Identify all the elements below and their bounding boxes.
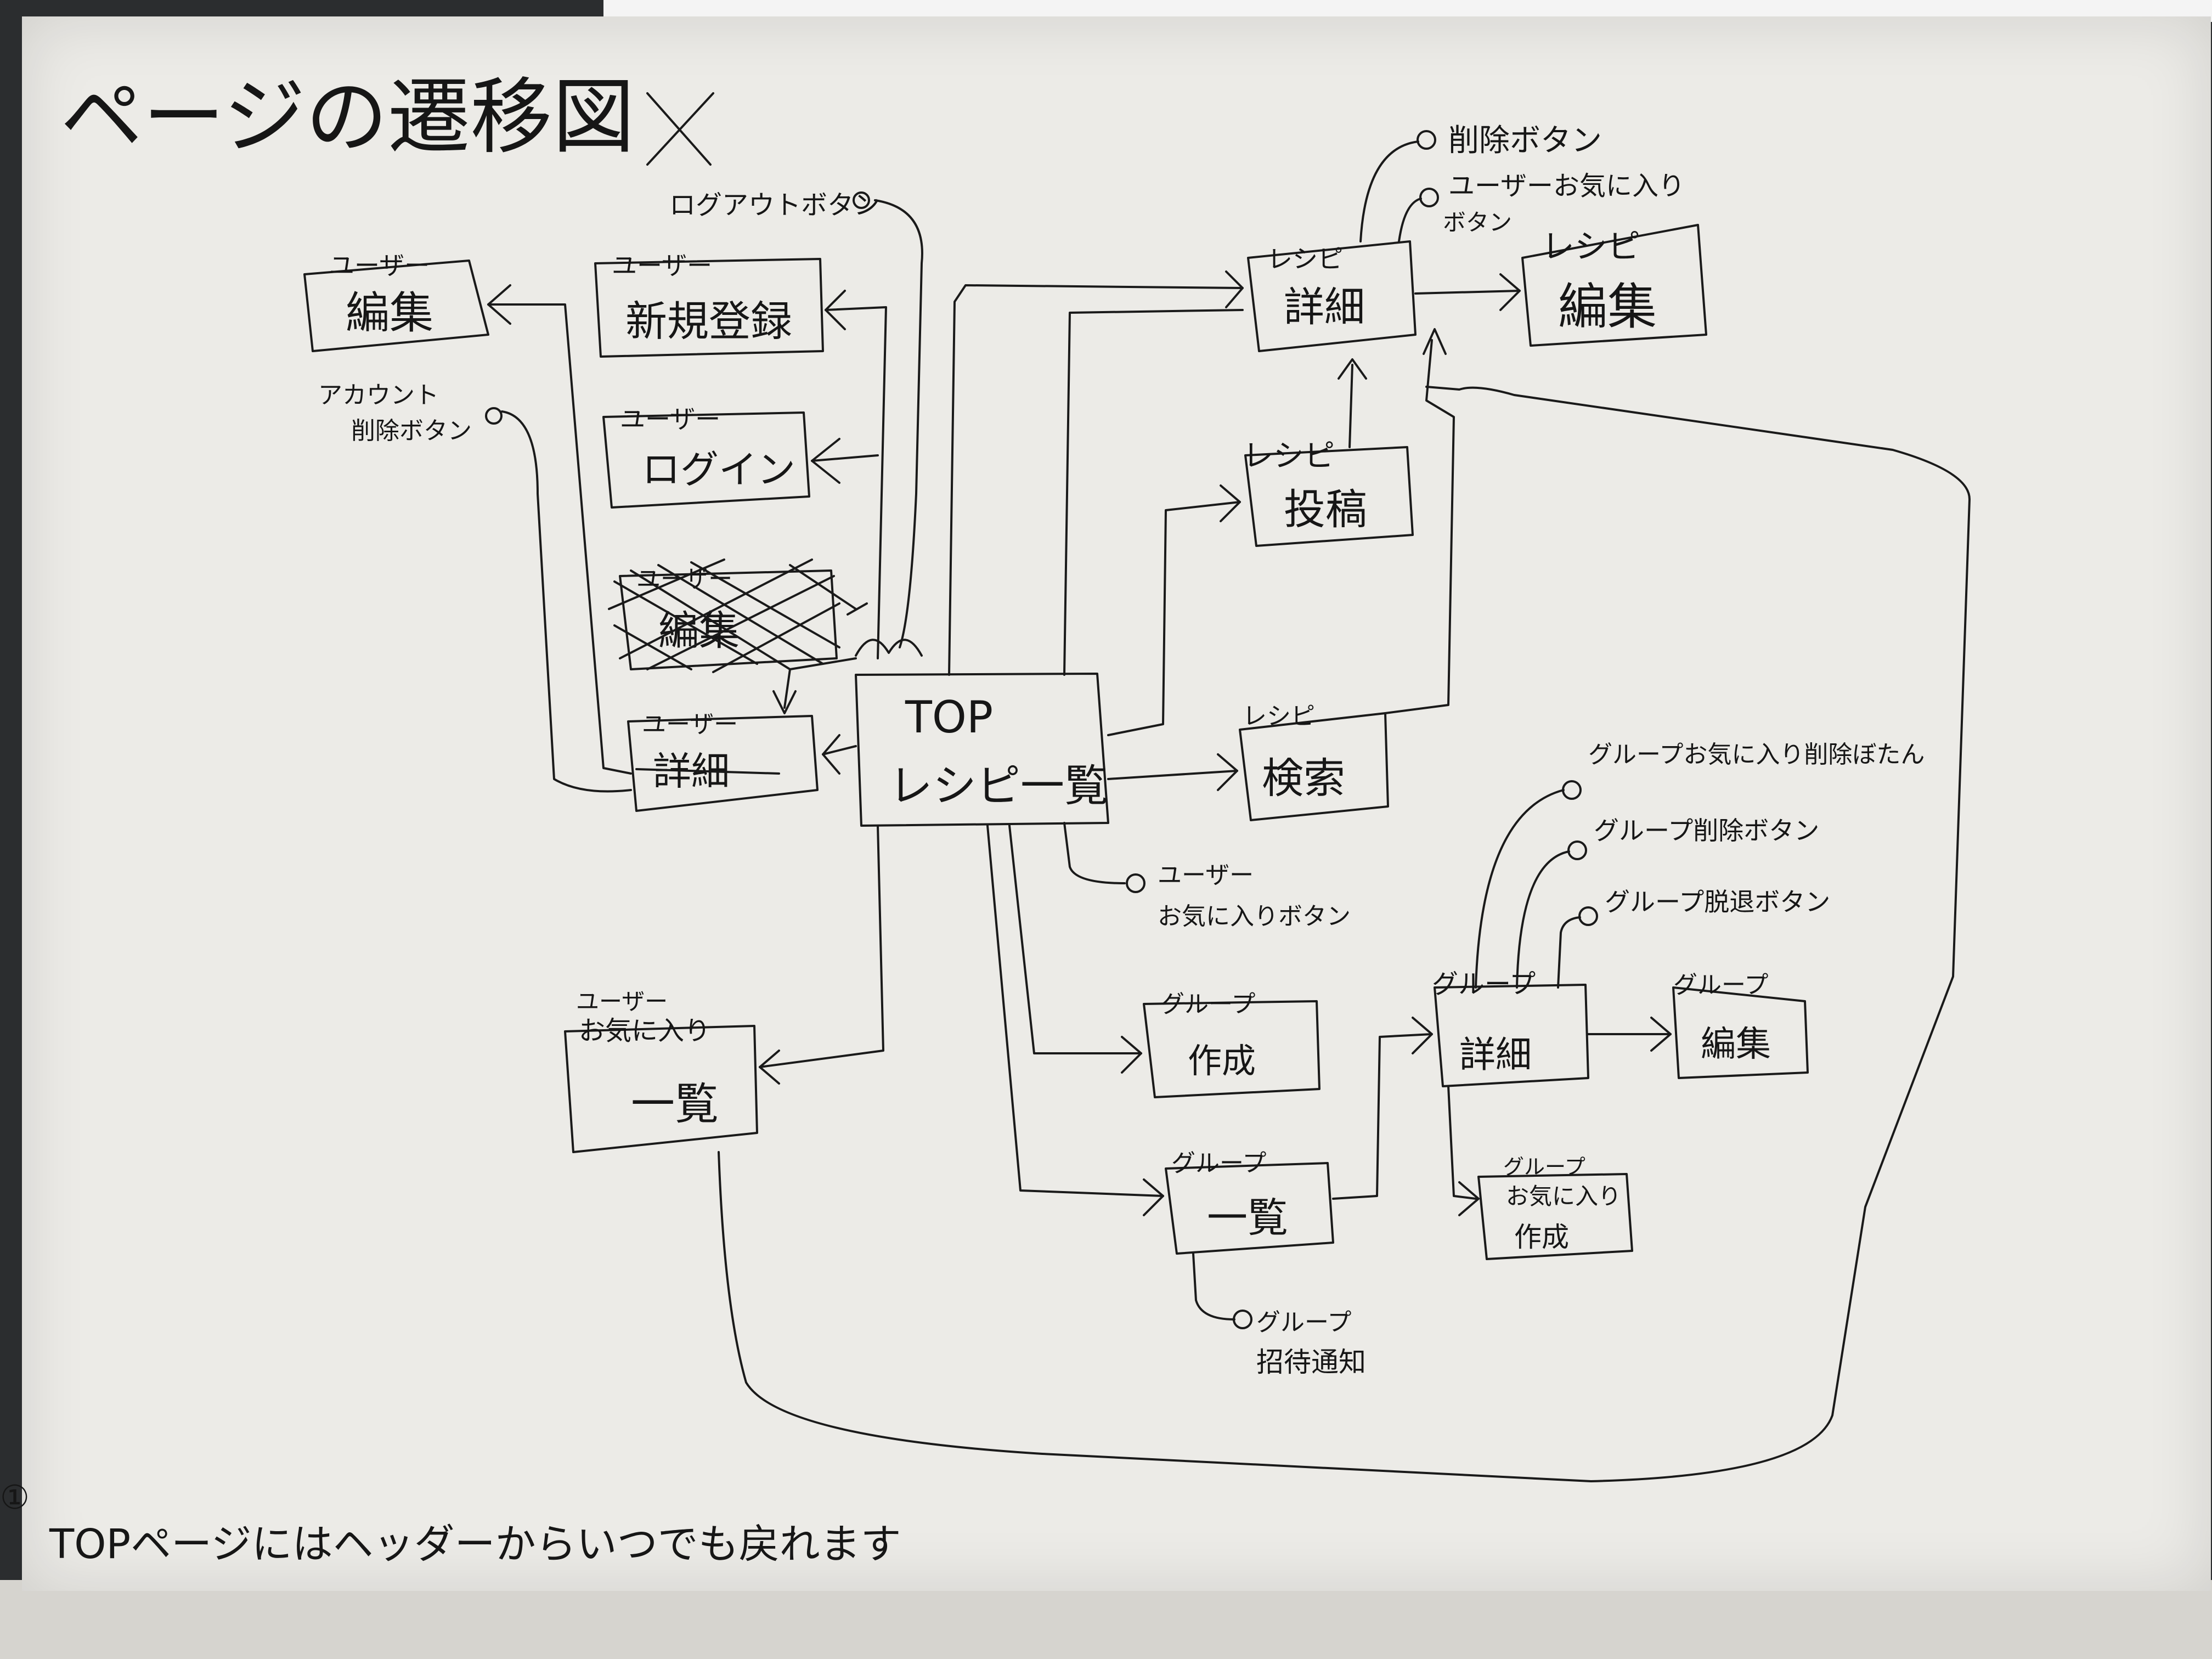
connectors [487,140,1971,1482]
node-user-detail: ユーザー 詳細 [627,710,819,812]
node-group-favorite-create: グループ お気に入り 作成 [1477,1155,1633,1260]
node-recipe-edit-small: レシピ [1542,228,1640,266]
node-group-fav-main: 作成 [1514,1221,1569,1253]
node-recipe-detail-small: レシピ [1267,244,1343,274]
node-recipe-post-main: 投稿 [1284,485,1367,534]
annotation-logout-button: ログアウトボタン [669,190,880,221]
node-user-login-small: ユーザー [620,404,720,434]
annotation-group-leave: グループ脱退ボタン [1605,887,1830,917]
node-user-edit: ユーザー 編集 [303,251,489,352]
node-top-line2: レシピ一覧 [889,760,1108,811]
node-user-register-small: ユーザー [612,251,712,280]
annotation-account-delete-2: 削除ボタン [351,417,472,445]
node-user-login: ユーザー ログイン [602,404,810,509]
node-group-detail: グループ 詳細 [1432,969,1589,1087]
annotation-group-delete: グループ削除ボタン [1594,816,1819,845]
node-user-fav-small2: お気に入り [579,1015,710,1046]
node-group-edit: グループ 編集 [1672,971,1809,1079]
group-leave-circle [1578,906,1598,926]
node-user-detail-small: ユーザー [642,710,738,738]
annotation-user-fav-button-1: ユーザーお気に入り [1448,171,1685,201]
annotation-user-fav-button-2: ボタン [1443,209,1512,236]
node-group-fav-small2: お気に入り [1506,1183,1621,1210]
node-recipe-search: レシピ 検索 [1239,702,1389,821]
node-group-edit-main: 編集 [1701,1024,1771,1065]
account-delete-circle [485,407,503,425]
title-strike-mark [646,92,714,166]
annotation-group-invite-2: 招待通知 [1256,1346,1366,1378]
node-group-detail-main: 詳細 [1459,1034,1532,1076]
top-user-fav-circle [1126,873,1146,893]
annotation-group-fav-delete: グループお気に入り削除ぼたん [1588,741,1925,769]
node-user-register-main: 新規登録 [625,297,792,346]
node-user-edit-main: 編集 [346,287,433,338]
delete-button-circle [1417,130,1436,150]
node-user-login-main: ログイン [642,447,795,492]
node-user-fav-main: 一覧 [631,1079,719,1130]
node-recipe-detail: レシピ 詳細 [1247,240,1417,352]
node-recipe-edit-main: 編集 [1558,278,1657,336]
node-user-favorite-list: ユーザー お気に入り 一覧 [564,988,758,1153]
node-group-fav-small1: グループ [1503,1155,1585,1179]
user-fav-button-circle [1419,188,1439,207]
diagram-title: ページの遷移図 [60,70,635,165]
node-group-list-main: 一覧 [1207,1194,1288,1242]
node-recipe-search-main: 検索 [1262,754,1345,803]
annotation-delete-button: 削除ボタン [1448,123,1602,159]
group-delete-circle [1567,840,1587,860]
footnote-mark: ① [0,1479,30,1517]
annotation-group-invite-1: グループ [1256,1308,1351,1336]
annotation-top-user-fav-1: ユーザー [1158,861,1254,889]
group-fav-delete-circle [1562,780,1582,800]
logout-button-circle [853,191,870,209]
node-recipe-detail-main: 詳細 [1284,284,1365,331]
node-recipe-post-small: レシピ [1243,438,1335,474]
annotation-top-user-fav-2: お気に入りボタン [1158,902,1351,930]
group-invite-circle [1233,1310,1252,1329]
node-group-create-main: 作成 [1188,1041,1256,1081]
node-recipe-edit: レシピ 編集 [1521,224,1707,347]
node-recipe-search-small: レシピ [1243,702,1315,730]
node-user-edit-crossed-small: ユーザー [636,565,732,593]
node-group-list-small: グループ [1171,1149,1266,1177]
node-group-create: グループ 作成 [1143,990,1321,1098]
node-group-create-small: グループ [1160,990,1255,1018]
node-user-fav-small1: ユーザー [576,988,668,1015]
node-user-register: ユーザー 新規登録 [594,251,824,358]
footnote-text: TOPページにはヘッダーからいつでも戻れます [49,1521,901,1568]
node-top-line1: TOP [905,692,993,743]
annotation-account-delete-1: アカウント [318,381,439,409]
node-group-detail-small: グループ [1432,969,1536,1000]
node-user-edit-small: ユーザー [329,251,430,280]
node-recipe-post: レシピ 投稿 [1243,438,1414,547]
node-top-recipe-list: TOP レシピ一覧 [855,673,1109,827]
node-user-edit-crossed: ユーザー 編集 [608,558,857,673]
node-group-list: グループ 一覧 [1165,1149,1334,1255]
node-group-edit-small: グループ [1673,971,1768,999]
